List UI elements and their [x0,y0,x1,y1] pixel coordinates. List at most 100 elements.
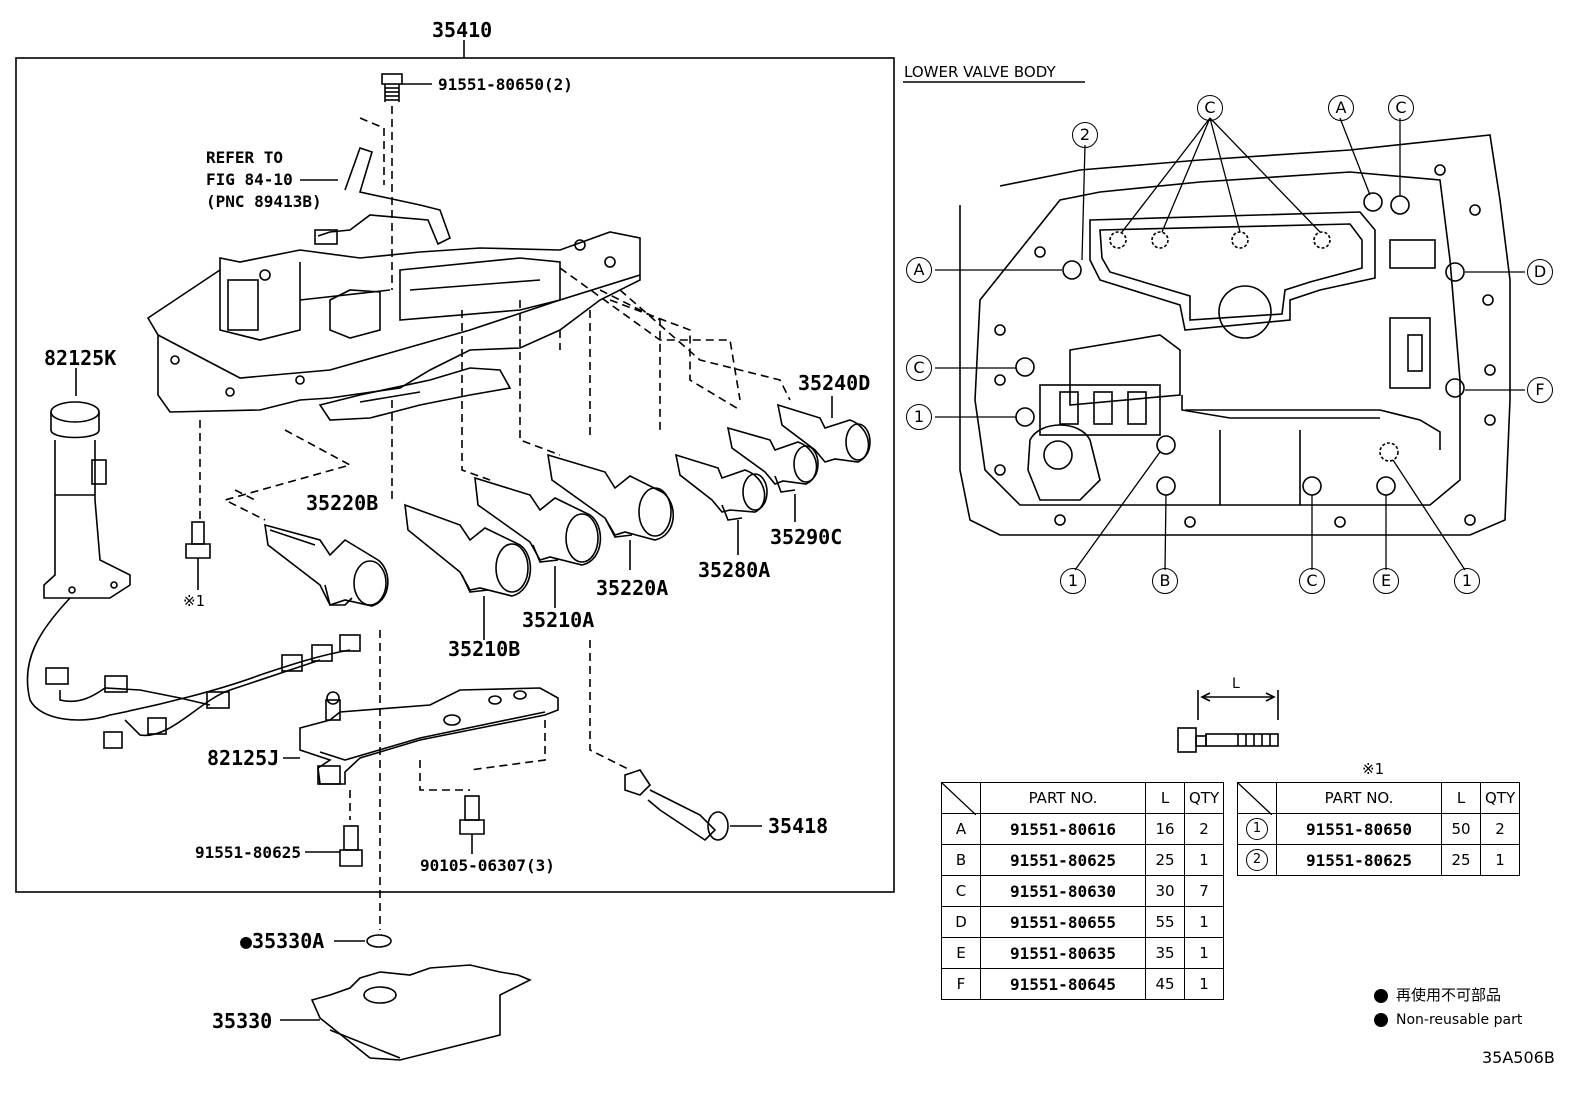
callout-a-left: A [906,257,932,283]
row-qty: 2 [1183,813,1225,845]
row-l: 55 [1145,906,1185,938]
strainer-35330 [280,964,532,1061]
row-part-no: 91551-80650 [1276,813,1442,845]
row-key: 1 [1237,813,1277,845]
callout-a-top: A [1328,95,1354,121]
table-row: F 91551-80645 45 1 [941,968,1225,1000]
row-part-no: 91551-80625 [1276,844,1442,876]
label-bolt-plate: 90105-06307(3) [420,856,555,875]
label-note-table2: ※1 [1362,760,1385,778]
guide-lines [199,267,791,930]
table-row: C 91551-80630 30 7 [941,875,1225,907]
header-part-no: PART NO. [1276,782,1442,814]
bracket-part [300,146,451,246]
row-key: C [941,875,981,907]
row-key: D [941,906,981,938]
bolt-91551-80625 [305,825,363,867]
dimension-bolt [1177,690,1279,753]
assembly-frame [15,57,895,893]
legend-jp: 再使用不可部品 [1374,988,1501,1003]
label-sol-220b: 35220B [306,491,379,515]
table-row: A 91551-80616 16 2 [941,813,1225,845]
upper-valve-body-outline [146,231,641,421]
legend-en: Non-reusable part [1374,1013,1522,1027]
row-qty: 1 [1479,844,1521,876]
row-qty: 7 [1183,875,1225,907]
label-sol-280a: 35280A [698,558,771,582]
solenoid-35280a [674,453,768,521]
row-qty: 1 [1183,844,1225,876]
callout-c-bottom: C [1299,568,1325,594]
row-l: 45 [1145,968,1185,1000]
header-qty: QTY [1479,782,1521,814]
sensor-35418 [624,769,762,842]
bullet-icon [1374,1013,1388,1027]
solenoid-35240d [776,403,871,463]
label-sol-240d: 35240D [798,371,871,395]
header-qty: QTY [1183,782,1225,814]
callout-c-top-right: C [1388,95,1414,121]
label-note-bolt: ※1 [183,592,205,610]
header-l: L [1441,782,1481,814]
row-qty: 1 [1183,968,1225,1000]
label-oring: ●35330A [240,929,325,953]
table-row: B 91551-80625 25 1 [941,844,1225,876]
label-plate: 82125J [207,746,280,770]
row-key: A [941,813,981,845]
solenoid-35290c [726,426,819,493]
table-row: 1 91551-80650 50 2 [1237,813,1521,845]
bolt-note-1 [185,521,211,590]
row-qty: 1 [1183,937,1225,969]
solenoid-35210a [474,476,602,566]
row-l: 50 [1441,813,1481,845]
plate-82125j [283,687,559,785]
label-lower-valve-body: LOWER VALVE BODY [904,63,1056,81]
table-row: D 91551-80655 55 1 [941,906,1225,938]
bolt-90105-06307 [459,795,485,854]
bolt-table-numbers: PART NO. L QTY 1 91551-80650 50 2 2 9155… [1237,782,1521,876]
row-part-no: 91551-80616 [980,813,1146,845]
header-l: L [1145,782,1185,814]
callout-c-top: C [1197,95,1223,121]
table-row: 2 91551-80625 25 1 [1237,844,1521,876]
label-sol-210a: 35210A [522,608,595,632]
bolt-table-letters: PART NO. L QTY A 91551-80616 16 2 B 9155… [941,782,1225,1000]
label-refer-3: (PNC 89413B) [206,192,322,211]
row-l: 30 [1145,875,1185,907]
solenoid-35220a [547,453,675,541]
table-corner-cell [1237,782,1277,815]
callout-1-bottom-left: 1 [1060,568,1086,594]
table-corner-cell [941,782,981,815]
label-sol-418: 35418 [768,814,829,838]
solenoid-35210b [404,503,532,597]
solenoid-leaders [483,396,833,640]
label-bolt-bottom: 91551-80625 [195,843,301,862]
row-qty: 1 [1183,906,1225,938]
callout-c-left: C [906,355,932,381]
callout-1-left: 1 [906,404,932,430]
bullet-icon [1374,988,1388,1003]
label-refer-2: FIG 84-10 [206,170,293,189]
label-assembly: 35410 [432,18,493,42]
wire-harness-82125k [26,368,361,749]
row-part-no: 91551-80630 [980,875,1146,907]
row-part-no: 91551-80625 [980,844,1146,876]
row-key: E [941,937,981,969]
callout-f-right: F [1527,377,1553,403]
lower-callout-leaders [935,117,1525,571]
table-header-row: PART NO. L QTY [1237,782,1521,815]
top-bolt [381,73,432,102]
callout-d-right: D [1527,259,1553,285]
label-bolt-top: 91551-80650(2) [438,75,573,94]
label-dim-l: L [1232,676,1240,692]
row-qty: 2 [1479,813,1521,845]
label-refer-1: REFER TO [206,148,284,167]
label-sol-210b: 35210B [448,637,521,661]
table-row: E 91551-80635 35 1 [941,937,1225,969]
row-part-no: 91551-80635 [980,937,1146,969]
row-key: 2 [1237,844,1277,876]
callout-1-bottom-right: 1 [1454,568,1480,594]
callout-b-bottom: B [1152,568,1178,594]
row-part-no: 91551-80655 [980,906,1146,938]
solenoid-35220b [264,523,389,607]
